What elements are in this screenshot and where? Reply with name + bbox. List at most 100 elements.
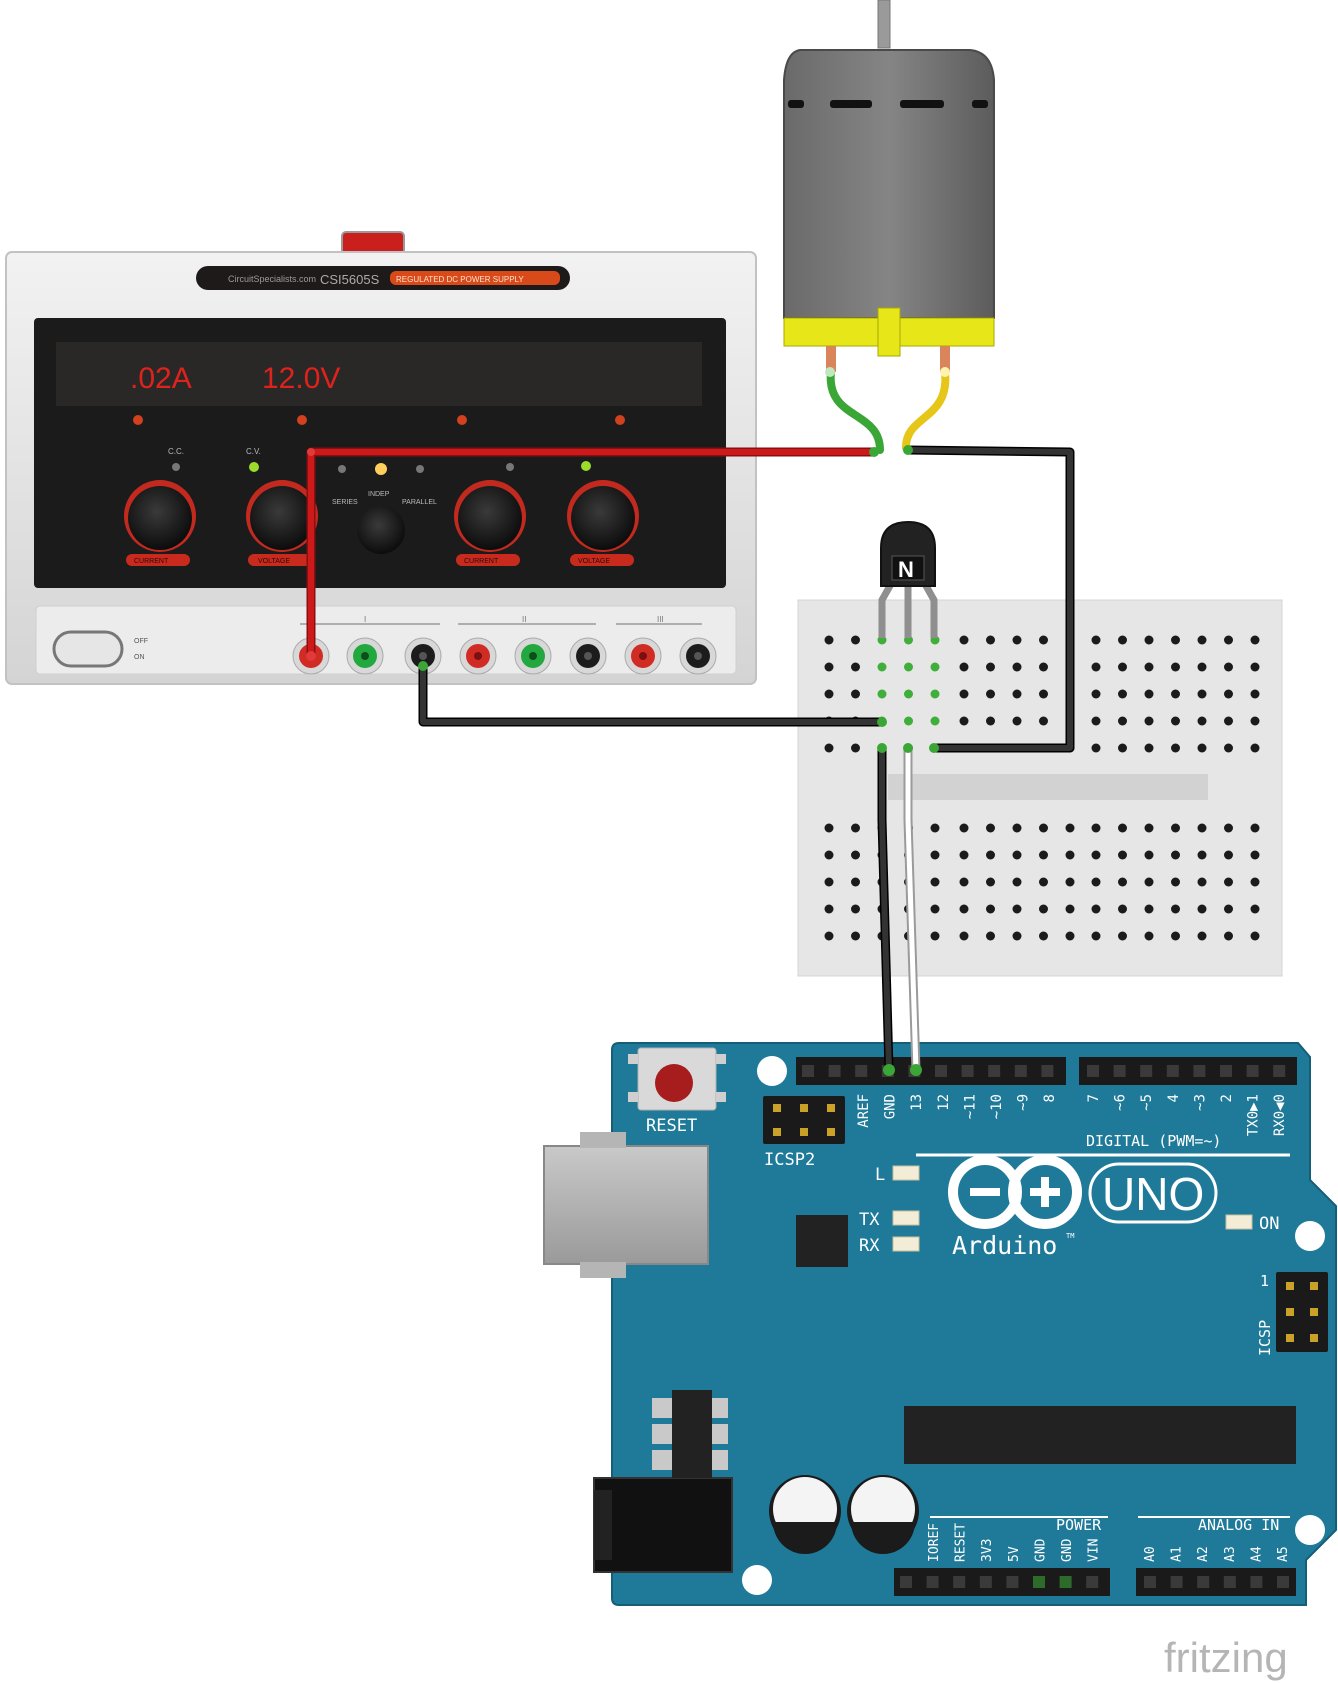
breadboard-hole[interactable] — [1171, 931, 1180, 941]
breadboard-hole[interactable] — [1197, 823, 1207, 833]
breadboard-hole[interactable] — [1012, 877, 1022, 887]
breadboard-hole[interactable] — [1144, 689, 1154, 699]
pin-socket[interactable] — [1144, 1576, 1156, 1588]
breadboard-hole[interactable] — [851, 689, 860, 699]
breadboard-hole[interactable] — [1144, 931, 1154, 941]
binding-post-3-negative[interactable] — [679, 637, 717, 675]
breadboard-hole[interactable] — [851, 904, 860, 914]
breadboard-hole[interactable] — [1039, 850, 1048, 860]
breadboard-hole[interactable] — [1091, 635, 1101, 645]
breadboard-hole[interactable] — [1171, 716, 1180, 726]
breadboard-hole[interactable] — [1091, 716, 1101, 726]
breadboard-hole[interactable] — [1171, 743, 1180, 753]
breadboard-hole[interactable] — [1065, 904, 1075, 914]
breadboard-hole[interactable] — [1012, 635, 1022, 645]
breadboard-hole[interactable] — [1039, 716, 1048, 726]
breadboard-hole[interactable] — [1224, 877, 1233, 887]
breadboard-hole[interactable] — [1171, 823, 1180, 833]
pin-socket[interactable] — [1140, 1065, 1153, 1077]
pin-socket[interactable] — [828, 1065, 841, 1077]
breadboard-hole[interactable] — [1012, 689, 1022, 699]
pin-socket[interactable] — [1014, 1065, 1027, 1077]
breadboard-hole[interactable] — [824, 904, 834, 914]
breadboard-hole[interactable] — [1039, 877, 1048, 887]
pin-socket[interactable] — [1086, 1576, 1099, 1588]
breadboard-hole[interactable] — [959, 662, 969, 672]
breadboard-hole[interactable] — [824, 689, 834, 699]
breadboard-hole[interactable] — [1144, 716, 1154, 726]
breadboard-hole[interactable] — [1250, 931, 1260, 941]
breadboard-hole[interactable] — [1250, 743, 1260, 753]
breadboard-hole[interactable] — [1197, 716, 1207, 726]
reset-button[interactable] — [628, 1047, 726, 1111]
breadboard-hole[interactable] — [824, 743, 834, 753]
breadboard-hole[interactable] — [1118, 689, 1127, 699]
breadboard-hole[interactable] — [1091, 877, 1101, 887]
breadboard-hole[interactable] — [930, 931, 940, 941]
breadboard-hole[interactable] — [1118, 904, 1127, 914]
pin-socket[interactable] — [1006, 1576, 1019, 1588]
pin-socket[interactable] — [1166, 1065, 1179, 1077]
breadboard-hole[interactable] — [851, 743, 860, 753]
breadboard-hole[interactable] — [1250, 850, 1260, 860]
breadboard-hole[interactable] — [1171, 850, 1180, 860]
breadboard-hole[interactable] — [1224, 850, 1233, 860]
binding-post-1-ground[interactable] — [346, 637, 384, 675]
breadboard-hole[interactable] — [930, 689, 940, 699]
breadboard-hole[interactable] — [1224, 689, 1233, 699]
pin-socket[interactable] — [935, 1065, 947, 1077]
breadboard-hole[interactable] — [930, 877, 940, 887]
breadboard-hole[interactable] — [1144, 823, 1154, 833]
binding-post-3-positive[interactable] — [624, 637, 662, 675]
breadboard-hole[interactable] — [930, 823, 940, 833]
pin-socket[interactable] — [926, 1576, 939, 1588]
breadboard-hole[interactable] — [1012, 662, 1022, 672]
breadboard-hole[interactable] — [1197, 689, 1207, 699]
breadboard-hole[interactable] — [1039, 823, 1048, 833]
breadboard-hole[interactable] — [824, 931, 834, 941]
pin-socket[interactable] — [1193, 1065, 1206, 1077]
breadboard-hole[interactable] — [1250, 823, 1260, 833]
breadboard-hole[interactable] — [1065, 823, 1075, 833]
breadboard-hole[interactable] — [1091, 743, 1101, 753]
breadboard-hole[interactable] — [1224, 931, 1233, 941]
breadboard-hole[interactable] — [986, 662, 995, 672]
breadboard-hole[interactable] — [1091, 689, 1101, 699]
breadboard-hole[interactable] — [1224, 716, 1233, 726]
breadboard-hole[interactable] — [959, 689, 969, 699]
breadboard-hole[interactable] — [1039, 635, 1048, 645]
breadboard-hole[interactable] — [1118, 823, 1127, 833]
breadboard-hole[interactable] — [851, 931, 860, 941]
breadboard-hole[interactable] — [1118, 743, 1127, 753]
breadboard-hole[interactable] — [1039, 662, 1048, 672]
pin-socket[interactable] — [1273, 1065, 1286, 1077]
pin-socket[interactable] — [1033, 1576, 1045, 1588]
breadboard-hole[interactable] — [1118, 931, 1127, 941]
breadboard-hole[interactable] — [986, 716, 995, 726]
breadboard-hole[interactable] — [877, 689, 887, 699]
breadboard-hole[interactable] — [1144, 635, 1154, 645]
pin-socket[interactable] — [1041, 1065, 1054, 1077]
breadboard-hole[interactable] — [959, 635, 969, 645]
breadboard-hole[interactable] — [959, 716, 969, 726]
breadboard-hole[interactable] — [1250, 877, 1260, 887]
breadboard-hole[interactable] — [1250, 662, 1260, 672]
breadboard-hole[interactable] — [1224, 823, 1233, 833]
breadboard-hole[interactable] — [986, 877, 995, 887]
breadboard-hole[interactable] — [1197, 662, 1207, 672]
breadboard-hole[interactable] — [1250, 689, 1260, 699]
breadboard-hole[interactable] — [1012, 904, 1022, 914]
breadboard-hole[interactable] — [959, 823, 969, 833]
breadboard-hole[interactable] — [986, 635, 995, 645]
breadboard-hole[interactable] — [1224, 635, 1233, 645]
breadboard-hole[interactable] — [851, 635, 860, 645]
knob-current-2[interactable] — [454, 480, 526, 552]
breadboard-hole[interactable] — [1012, 850, 1022, 860]
breadboard-hole[interactable] — [1118, 850, 1127, 860]
breadboard-hole[interactable] — [1197, 904, 1207, 914]
breadboard-hole[interactable] — [986, 850, 995, 860]
breadboard-hole[interactable] — [851, 877, 860, 887]
breadboard-hole[interactable] — [1091, 823, 1101, 833]
binding-post-2-positive[interactable] — [459, 637, 497, 675]
pin-socket[interactable] — [979, 1576, 992, 1588]
